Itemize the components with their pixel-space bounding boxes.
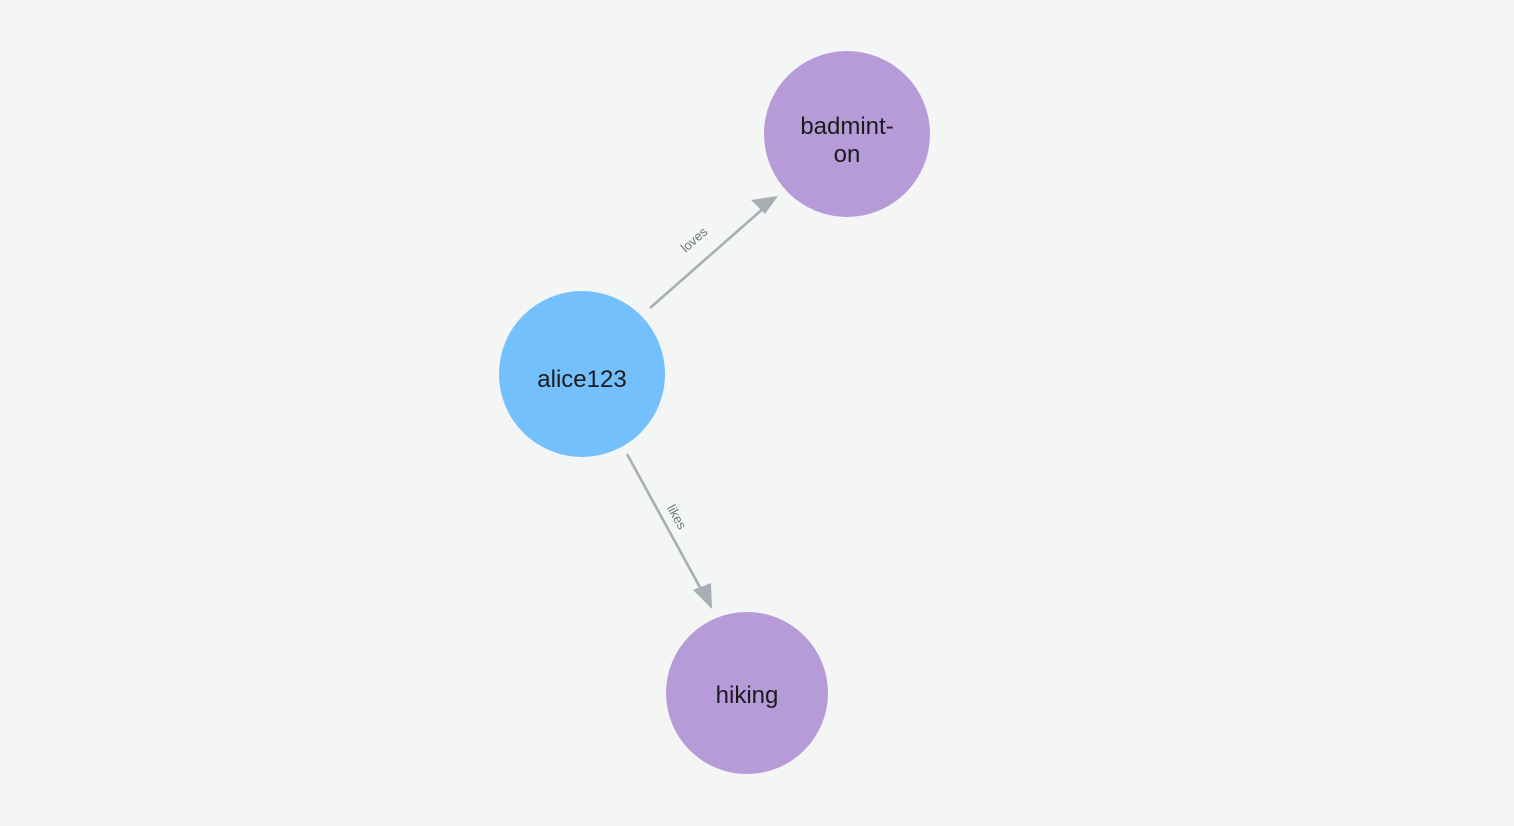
node-circle-alice123[interactable] — [499, 291, 665, 457]
edge-line-likes[interactable] — [625, 453, 704, 592]
edge-line-loves[interactable] — [649, 206, 766, 309]
edge-label-loves: loves — [678, 224, 711, 256]
node-hiking[interactable]: hiking — [666, 612, 828, 774]
node-label-badminton-line1: badmint- — [800, 113, 893, 140]
node-badminton[interactable]: badmint- on — [764, 51, 930, 217]
node-circle-badminton[interactable] — [764, 51, 930, 217]
node-label-alice123: alice123 — [537, 366, 626, 393]
node-label-hiking: hiking — [716, 682, 779, 709]
edge-alice123-loves-badminton[interactable]: loves — [649, 196, 778, 309]
edge-alice123-likes-hiking[interactable]: likes — [625, 453, 712, 609]
nodes-layer: badmint- on alice123 hiking — [499, 51, 930, 774]
node-alice123[interactable]: alice123 — [499, 291, 665, 457]
arrowhead-icon-likes — [693, 583, 712, 609]
arrowhead-icon-loves — [751, 196, 778, 214]
node-label-badminton-line2: on — [834, 141, 861, 168]
node-circle-hiking[interactable] — [666, 612, 828, 774]
